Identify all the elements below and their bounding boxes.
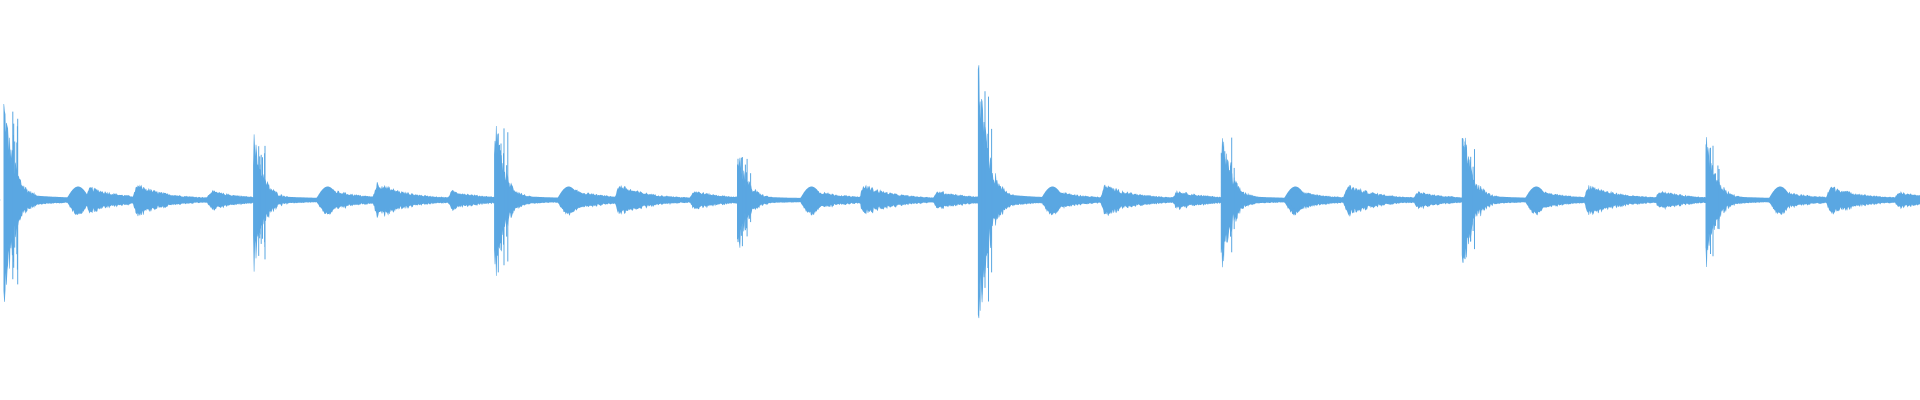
waveform-marks bbox=[0, 65, 1920, 319]
waveform-burst-30 bbox=[1825, 186, 1920, 215]
waveform-burst-31 bbox=[1893, 191, 1920, 210]
